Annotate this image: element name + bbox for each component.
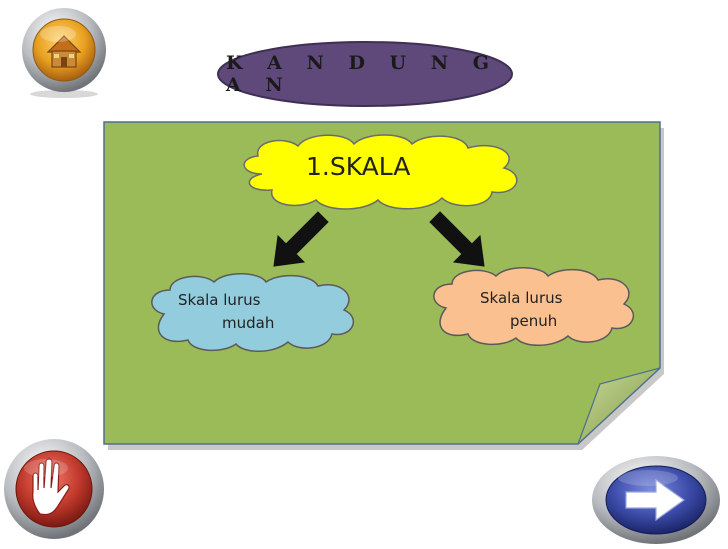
cloud-shape xyxy=(433,267,635,346)
cloud-shape xyxy=(243,134,518,210)
arrow-down-left-icon xyxy=(273,211,329,267)
right-subtopic-cloud: Skala lurus penuh xyxy=(424,264,640,352)
main-topic-cloud: 1.SKALA xyxy=(228,130,528,214)
right-subtopic-line2: penuh xyxy=(510,312,558,330)
right-subtopic-line1: Skala lurus xyxy=(480,289,563,307)
left-subtopic-cloud: Skala lurus mudah xyxy=(142,270,360,358)
stop-button[interactable] xyxy=(2,436,108,542)
left-subtopic-line1: Skala lurus xyxy=(178,291,261,309)
left-subtopic-line2: mudah xyxy=(222,314,275,332)
title-oval: K A N D U N G A N xyxy=(216,40,514,108)
note-background xyxy=(103,121,664,450)
cloud-shape xyxy=(151,273,355,352)
title-oval-shape xyxy=(217,41,513,107)
next-arrow-icon xyxy=(592,456,720,544)
home-icon xyxy=(22,8,106,98)
home-button[interactable] xyxy=(18,6,110,98)
stop-hand-icon xyxy=(4,439,104,539)
page-title: K A N D U N G A N xyxy=(226,52,498,96)
arrow-down-right-icon xyxy=(429,211,485,267)
main-topic-label: 1.SKALA xyxy=(306,152,411,181)
next-button[interactable] xyxy=(590,452,722,544)
